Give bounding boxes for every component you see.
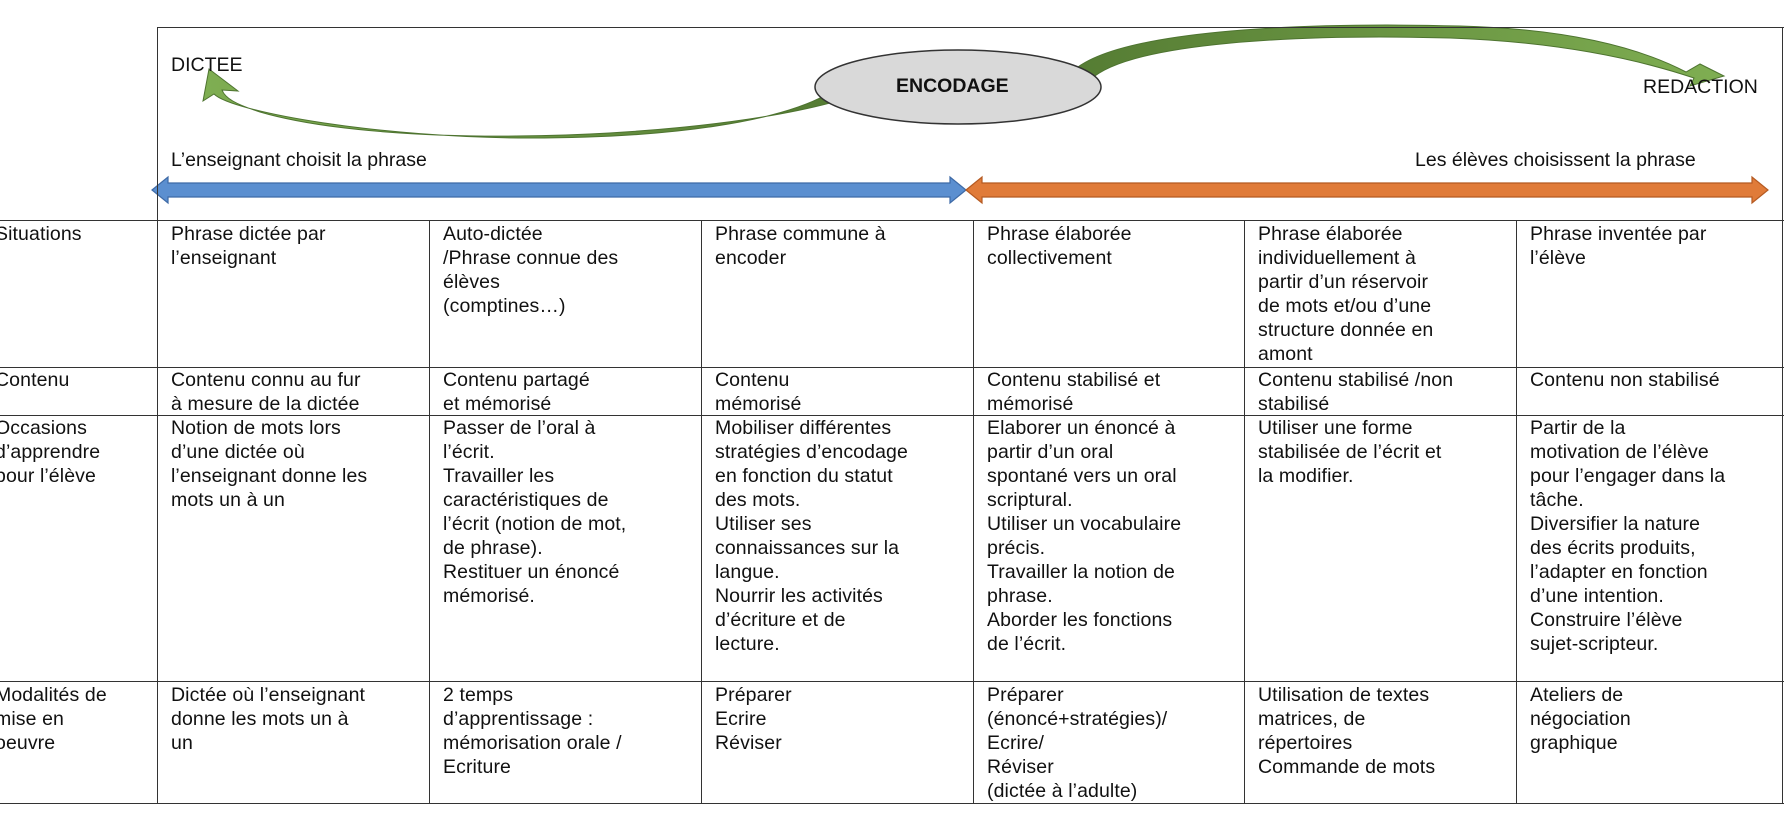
table-cell: Phrase commune à encoder [715,223,886,269]
table-cell: Phrase inventée par l’élève [1530,223,1707,269]
table-cell: Phrase dictée par l’enseignant [171,223,326,269]
table-cell: Dictée où l’enseignant donne les mots un… [171,684,366,754]
table-cell: Phrase élaborée individuellement à parti… [1258,223,1434,365]
curved-arrow-to-dictee [202,68,831,139]
grid-line [0,681,1784,683]
table-cell: Passer de l’oral à l’écrit. Travailler l… [443,417,627,607]
curved-arrow-to-redaction [1069,24,1726,87]
table-cell: Contenu stabilisé /non stabilisé [1258,369,1454,415]
encodage-ellipse [814,49,1102,125]
teacher-chooses-caption: L’enseignant choisit la phrase [171,149,427,171]
encoding-diagram [151,24,1769,205]
table-cell: Préparer Ecrire Réviser [715,684,792,754]
row-header-occasions: Occasions d’apprendre pour l’élève [0,417,101,487]
row-header-situations: Situations [0,223,82,245]
table-cell: Contenu mémorisé [715,369,802,415]
grid-line [0,803,1784,805]
table-cell: 2 temps d’apprentissage : mémorisation o… [443,684,622,778]
grid-line [158,27,1784,29]
dictee-label: DICTEE [171,54,243,76]
blue-double-arrow [151,175,967,205]
table-cell: Mobiliser différentes stratégies d’encod… [715,417,908,655]
table-cell: Contenu partagé et mémorisé [443,369,590,415]
grid-line [701,220,703,804]
table-cell: Contenu non stabilisé [1530,369,1720,391]
grid-line [1244,220,1246,804]
table-cell: Partir de la motivation de l’élève pour … [1530,417,1726,655]
table-cell: Contenu stabilisé et mémorisé [987,369,1161,415]
redaction-label: REDACTION [1643,76,1758,98]
table-cell: Utilisation de textes matrices, de réper… [1258,684,1436,778]
encodage-label: ENCODAGE [896,75,1009,97]
table-cell: Elaborer un énoncé à partir d’un oral sp… [987,417,1182,655]
grid-line [973,220,975,804]
table-cell: Contenu connu au fur à mesure de la dict… [171,369,361,415]
table-cell: Utiliser une forme stabilisée de l’écrit… [1258,417,1442,487]
grid-line [0,220,1784,222]
grid-line [0,367,1784,369]
grid-line [1782,27,1784,804]
grid-line [0,415,1784,417]
table-cell: Auto-dictée /Phrase connue des élèves (c… [443,223,619,317]
grid-line [429,220,431,804]
orange-double-arrow [965,175,1769,205]
table-cell: Préparer (énoncé+stratégies)/ Ecrire/ Ré… [987,684,1168,802]
grid-line [1516,220,1518,804]
table-cell: Notion de mots lors d’une dictée où l’en… [171,417,368,511]
row-header-modalites: Modalités de mise en oeuvre [0,684,107,754]
pupils-choose-caption: Les élèves choisissent la phrase [1415,149,1696,171]
row-header-contenu: Contenu [0,369,70,391]
grid-line [157,27,159,804]
table-cell: Phrase élaborée collectivement [987,223,1132,269]
table-cell: Ateliers de négociation graphique [1530,684,1631,754]
